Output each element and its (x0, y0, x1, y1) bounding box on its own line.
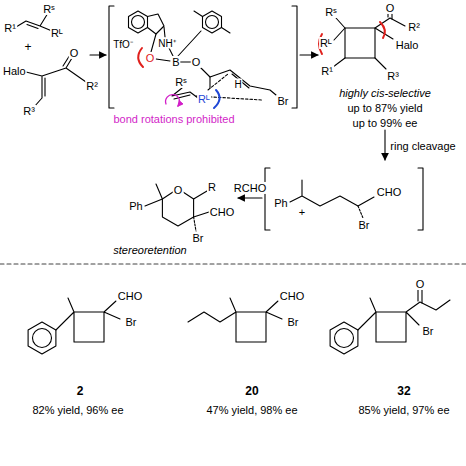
atom-label: Br (358, 219, 371, 231)
plus-sign: + (23, 41, 32, 54)
atom-label: Ph (128, 200, 143, 212)
atom-label: Rˢ (174, 76, 188, 88)
annotation: stereoretention (112, 244, 187, 256)
result-note: up to 99% ee (352, 117, 419, 129)
atom-label: Rᴸ (319, 37, 333, 49)
atom-label: Rᴸ (50, 27, 64, 39)
atom-label: O (69, 47, 80, 59)
atom-label: Halo (395, 39, 420, 51)
atom-label: CHO (376, 186, 402, 198)
atom-label: CHO (117, 290, 143, 302)
atom-label: O (385, 2, 396, 14)
atom-label: Br (192, 232, 205, 244)
reagent-label: RCHO (233, 182, 267, 194)
atom-label: CHO (209, 206, 235, 218)
atom-label: R (207, 181, 217, 193)
compound-number: 20 (244, 385, 259, 398)
yield-text: 85% yield, 97% ee (357, 404, 450, 416)
atom-label: Br (422, 325, 435, 337)
atom-label: B (171, 56, 180, 68)
atom-label: O (415, 278, 426, 290)
yield-text: 47% yield, 98% ee (205, 404, 298, 416)
annotation: bond rotations prohibited (112, 113, 235, 125)
atom-label: Ph (273, 197, 288, 209)
atom-label: R³ (386, 70, 400, 82)
charge-sign: + (298, 206, 306, 218)
atom-label: R² (407, 21, 421, 33)
atom-label: Halo (2, 65, 27, 77)
atom-label: O (145, 52, 156, 64)
atom-label: Br (287, 316, 300, 328)
compound-number: 32 (396, 385, 411, 398)
step-label: ring cleavage (389, 140, 456, 152)
atom-label: H (233, 79, 242, 90)
atom-label: Rˢ (324, 6, 338, 18)
atom-label: TfO⁻ (112, 39, 134, 50)
result-note: highly cis-selective (338, 87, 432, 99)
atom-label: CHO (279, 290, 305, 302)
atom-label: R¹ (3, 22, 17, 34)
atom-label: Rᴸ (197, 93, 211, 105)
atom-label: Br (277, 95, 290, 107)
atom-label: NH⁺ (157, 38, 176, 49)
result-note: up to 87% yield (346, 102, 423, 114)
atom-label: Br (125, 316, 138, 328)
atom-label: O (173, 184, 184, 196)
atom-label: O (191, 56, 202, 68)
yield-text: 82% yield, 96% ee (31, 404, 124, 416)
atom-label: R³ (22, 105, 36, 117)
compound-number: 2 (76, 385, 85, 398)
atom-label: R² (85, 80, 99, 92)
atom-label: Rˢ (42, 3, 56, 15)
atom-label: R¹ (320, 65, 334, 77)
